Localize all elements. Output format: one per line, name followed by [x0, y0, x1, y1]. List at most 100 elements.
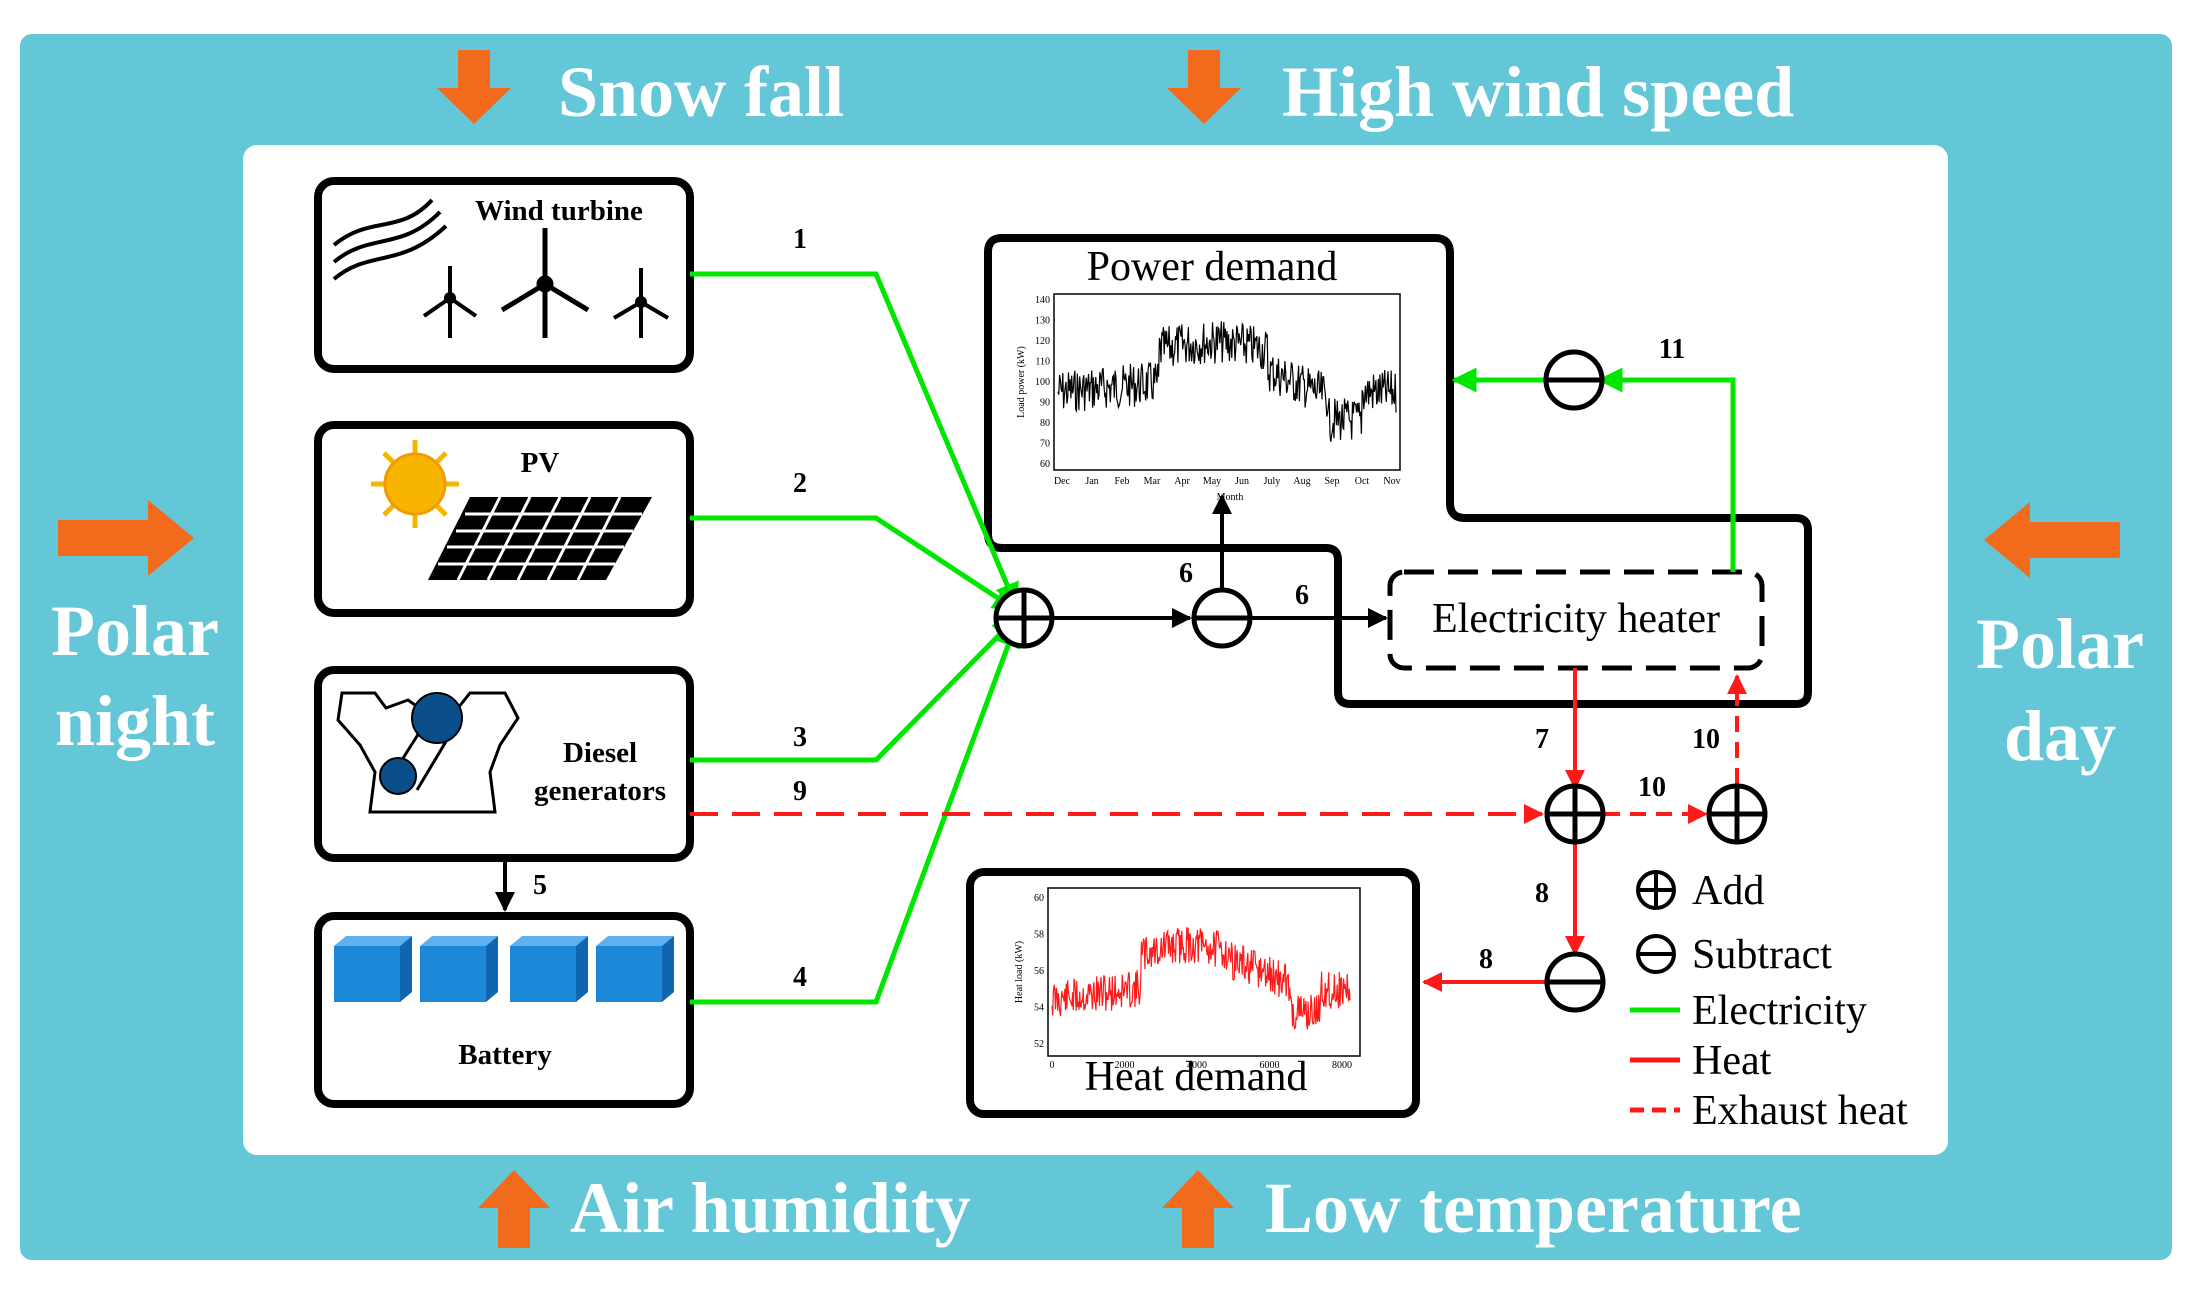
pd-yticks-label: 120 [1035, 336, 1050, 347]
flow-5-number: 5 [533, 870, 547, 901]
pd-xticks-label: Aug [1293, 476, 1310, 487]
heat-demand-ylabel: Heat load (kW) [1014, 941, 1025, 1003]
pv-box: PV [314, 421, 694, 617]
flow-6b-number: 6 [1295, 580, 1309, 611]
air-humidity-arrow-icon [478, 1170, 550, 1248]
pd-yticks-label: 70 [1040, 439, 1050, 450]
hd-yticks-label: 56 [1034, 966, 1044, 977]
air-humidity-label: Air humidity [570, 1168, 971, 1248]
polar-night-arrow-icon [58, 500, 194, 576]
legend: Add Subtract Electricity Heat Exhaust he… [1630, 868, 1908, 1134]
polar-day-label-2: day [2004, 696, 2116, 776]
snow-fall-label: Snow fall [558, 52, 844, 132]
diesel-label-1: Diesel [563, 737, 637, 769]
hd-yticks-label: 58 [1034, 930, 1044, 941]
heat-flows [690, 668, 1747, 992]
flow-9-number: 9 [793, 776, 807, 807]
heat-demand-xticks: 0 2000 4000 6000 8000 [1050, 1060, 1353, 1071]
electricity-flows [690, 271, 1736, 1005]
turbine-large-icon [500, 228, 590, 338]
high-wind-speed-label: High wind speed [1282, 52, 1794, 132]
turbine-small-left-icon [422, 266, 478, 338]
snow-fall-arrow-icon [437, 50, 511, 124]
legend-add-label: Add [1692, 868, 1764, 914]
pd-yticks-label: 130 [1035, 316, 1050, 327]
pd-xticks-label: Dec [1054, 476, 1071, 487]
power-demand-ylabel: Load power (kW) [1016, 346, 1027, 418]
pd-yticks-label: 140 [1035, 295, 1050, 306]
flow-7-number: 7 [1535, 724, 1549, 755]
legend-subtract-label: Subtract [1692, 932, 1832, 978]
flow-2-line [690, 515, 1019, 613]
flow-10b-number: 10 [1692, 724, 1720, 755]
pd-xticks-label: May [1203, 476, 1221, 487]
low-temperature-arrow-icon [1162, 1170, 1234, 1248]
pd-xticks-label: Nov [1383, 476, 1400, 487]
sun-icon [371, 440, 459, 528]
electricity-heater-label: Electricity heater [1432, 596, 1720, 642]
polar-day-label-1: Polar [1976, 604, 2144, 684]
solar-panel-icon [428, 496, 652, 581]
pd-xticks-label: Apr [1174, 476, 1190, 487]
add-operator-10-icon [1706, 783, 1768, 845]
pd-xticks-label: July [1264, 476, 1281, 487]
flow-1-number: 1 [793, 224, 807, 255]
battery-label: Battery [458, 1039, 552, 1071]
turbine-small-right-icon [612, 268, 670, 338]
flow-6a-number: 6 [1179, 558, 1193, 589]
legend-exhaust-label: Exhaust heat [1692, 1088, 1908, 1134]
battery-box: Battery [314, 912, 694, 1108]
battery-cells-icon [334, 936, 674, 1002]
flow-8b-number: 8 [1479, 944, 1493, 975]
pd-yticks-label: 80 [1040, 418, 1050, 429]
environment-arrows [58, 50, 2120, 1248]
pd-yticks-label: 110 [1035, 357, 1050, 368]
pd-xticks-label: Oct [1355, 476, 1370, 487]
flow-4-number: 4 [793, 962, 807, 993]
polar-day-arrow-icon [1984, 502, 2120, 578]
pv-label: PV [521, 447, 560, 479]
hd-yticks-label: 60 [1034, 893, 1044, 904]
flow-2-number: 2 [793, 468, 807, 499]
subtract-operator-main-icon [1191, 587, 1253, 649]
polar-night-label-1: Polar [51, 591, 219, 671]
legend-add-icon [1636, 870, 1676, 910]
wind-turbine-box: Wind turbine [314, 177, 694, 373]
pd-xticks-label: Sep [1325, 476, 1340, 487]
flow-11-number: 11 [1659, 334, 1685, 365]
power-demand-trace [1057, 321, 1397, 442]
pd-xticks-label: Mar [1144, 476, 1161, 487]
black-flows [495, 494, 1388, 912]
wind-lines-icon [332, 198, 448, 281]
hd-xticks-label: 8000 [1332, 1060, 1352, 1071]
flow-3-number: 3 [793, 722, 807, 753]
legend-subtract-icon [1636, 934, 1676, 974]
add-operator-7-icon [1544, 783, 1606, 845]
flow-11-line [1597, 367, 1736, 572]
system-panel [243, 145, 1948, 1155]
engine-icon [336, 691, 520, 814]
subtract-operator-8-icon [1544, 951, 1606, 1013]
legend-heat-label: Heat [1692, 1038, 1772, 1084]
pd-yticks-label: 60 [1040, 459, 1050, 470]
flow-3-line [690, 616, 1018, 763]
subtract-operator-11-icon [1543, 349, 1605, 411]
hd-xticks-label: 0 [1050, 1060, 1055, 1071]
diesel-label-2: generators [534, 775, 666, 807]
hd-xticks-label: 2000 [1115, 1060, 1135, 1071]
wind-turbine-label: Wind turbine [475, 195, 643, 227]
add-operator-main-icon [993, 587, 1055, 649]
hd-yticks-label: 54 [1034, 1003, 1044, 1014]
heat-demand-trace [1051, 927, 1351, 1031]
hd-xticks-label: 6000 [1260, 1060, 1280, 1071]
operators [993, 349, 1768, 1013]
hd-xticks-label: 4000 [1187, 1060, 1207, 1071]
pd-xticks-label: Jan [1085, 476, 1098, 487]
